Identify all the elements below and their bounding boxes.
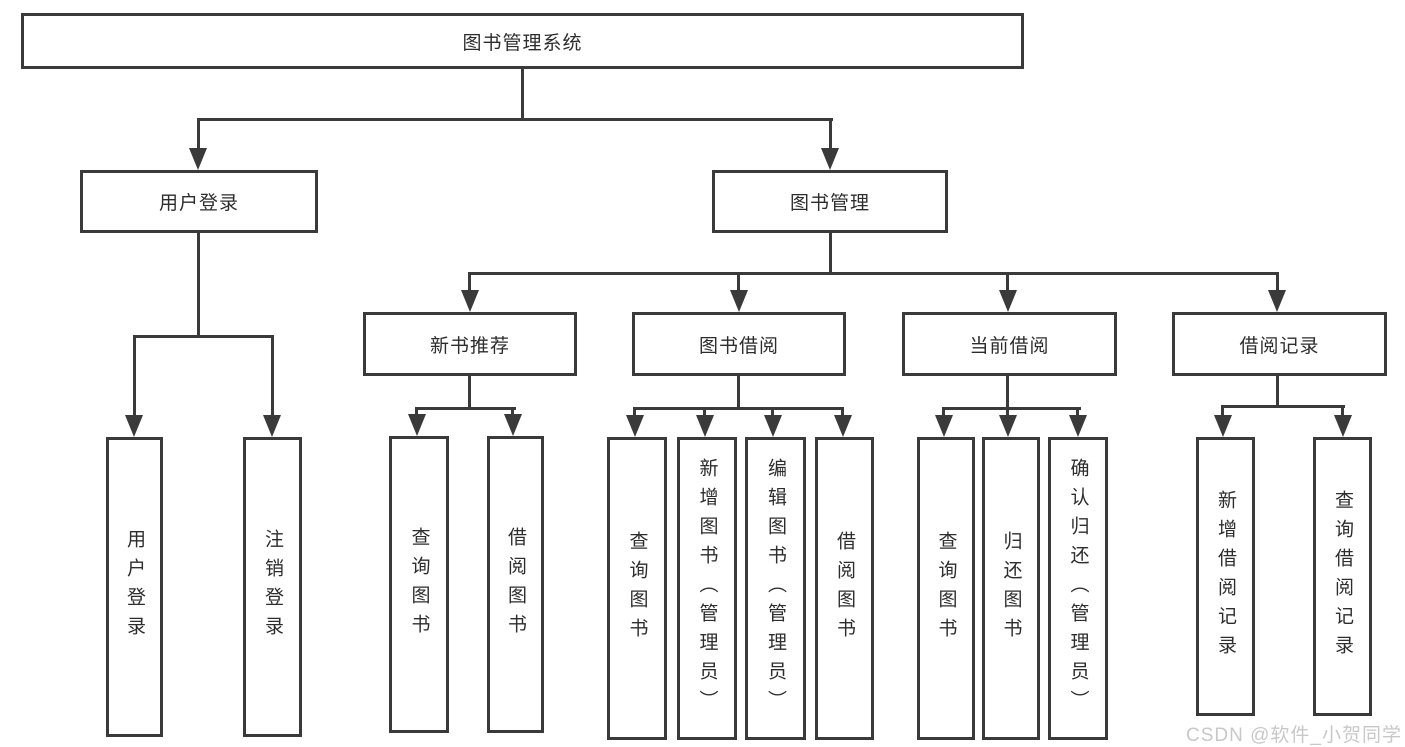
leaf-bb-query-books-label: 查询图书 — [626, 530, 648, 647]
leaf-logout: 注销登录 — [243, 437, 302, 737]
connector-borrow-records-stem — [1276, 376, 1279, 408]
connector-drop-nb-query — [415, 407, 418, 419]
connector-book-borrow-stem — [737, 376, 740, 410]
connector-drop-leaf-user-login — [133, 335, 136, 417]
connector-user-login-stem — [197, 233, 200, 338]
leaf-user-login-label: 用户登录 — [124, 529, 145, 645]
node-root-label: 图书管理系统 — [462, 32, 583, 54]
connector-current-borrow-stem — [1006, 376, 1009, 410]
connector-book-borrow-bus — [633, 407, 844, 410]
leaf-nb-borrow-books: 借阅图书 — [487, 436, 544, 733]
connector-drop-bb-edit — [771, 407, 774, 419]
arrowhead-leaf-user-login — [125, 415, 143, 437]
leaf-br-add-record-label: 新增借阅记录 — [1215, 489, 1236, 664]
connector-root-stem — [521, 69, 524, 120]
leaf-user-login: 用户登录 — [106, 437, 163, 737]
arrowhead-cb-query — [935, 415, 953, 437]
connector-level2-bus — [197, 118, 833, 121]
connector-drop-book-management — [829, 118, 832, 151]
node-root: 图书管理系统 — [21, 13, 1024, 69]
node-borrow-records: 借阅记录 — [1172, 312, 1387, 376]
leaf-nb-borrow-books-label: 借阅图书 — [505, 526, 526, 643]
node-new-book-recommend-label: 新书推荐 — [429, 335, 510, 357]
leaf-cb-confirm-return-admin: 确认归还（管理员） — [1048, 437, 1108, 740]
leaf-cb-query-books-label: 查询图书 — [935, 530, 957, 647]
arrowhead-br-add — [1214, 415, 1232, 437]
leaf-br-query-record: 查询借阅记录 — [1313, 437, 1372, 716]
connector-drop-new-book-recommend — [468, 272, 471, 292]
leaf-bb-add-books-admin: 新增图书（管理员） — [677, 437, 737, 740]
connector-drop-br-query — [1341, 405, 1344, 417]
connector-new-book-bus — [415, 407, 516, 410]
leaf-bb-borrow-books: 借阅图书 — [815, 437, 874, 740]
csdn-watermark: CSDN @软件_小贺同学 — [1186, 725, 1402, 746]
node-book-borrow-label: 图书借阅 — [698, 335, 779, 357]
leaf-cb-query-books: 查询图书 — [917, 437, 975, 740]
arrowhead-leaf-logout — [263, 415, 281, 437]
leaf-nb-query-books: 查询图书 — [389, 436, 449, 733]
connector-drop-borrow-records — [1276, 272, 1279, 292]
leaf-bb-edit-books-admin-label: 编辑图书（管理员） — [765, 458, 786, 719]
connector-drop-bb-borrow — [841, 407, 844, 419]
arrowhead-bb-edit — [764, 415, 782, 437]
arrowhead-bb-query — [626, 415, 644, 437]
arrowhead-nb-borrow — [504, 414, 522, 436]
node-user-login: 用户登录 — [80, 170, 318, 233]
connector-book-management-stem — [829, 233, 832, 275]
connector-borrow-records-bus — [1221, 405, 1345, 408]
connector-drop-br-add — [1221, 405, 1224, 417]
node-current-borrow: 当前借阅 — [902, 312, 1117, 376]
connector-drop-nb-borrow — [511, 407, 514, 419]
arrowhead-book-borrow — [730, 290, 748, 312]
connector-drop-current-borrow — [1006, 272, 1009, 292]
leaf-bb-edit-books-admin: 编辑图书（管理员） — [745, 437, 806, 740]
connector-new-book-stem — [468, 376, 471, 410]
arrowhead-current-borrow — [999, 290, 1017, 312]
connector-drop-book-borrow — [737, 272, 740, 292]
arrowhead-borrow-records — [1268, 290, 1286, 312]
leaf-cb-confirm-return-admin-label: 确认归还（管理员） — [1067, 458, 1089, 719]
arrowhead-user-login — [189, 148, 207, 170]
leaf-cb-return-books: 归还图书 — [982, 437, 1040, 740]
connector-user-login-bus — [133, 335, 274, 338]
arrowhead-book-management — [821, 148, 839, 170]
arrowhead-nb-query — [408, 414, 426, 436]
connector-drop-user-login — [197, 118, 200, 151]
node-new-book-recommend: 新书推荐 — [363, 312, 577, 376]
leaf-bb-add-books-admin-label: 新增图书（管理员） — [696, 458, 718, 719]
connector-current-borrow-bus — [942, 407, 1081, 410]
connector-drop-cb-confirm — [1076, 407, 1079, 419]
leaf-nb-query-books-label: 查询图书 — [408, 526, 430, 643]
arrowhead-cb-return — [999, 415, 1017, 437]
connector-drop-leaf-logout — [271, 335, 274, 417]
arrowhead-bb-borrow — [834, 415, 852, 437]
arrowhead-new-book-recommend — [461, 290, 479, 312]
arrowhead-cb-confirm — [1069, 415, 1087, 437]
node-book-management-label: 图书管理 — [789, 193, 870, 214]
leaf-bb-query-books: 查询图书 — [607, 437, 667, 740]
leaf-br-add-record: 新增借阅记录 — [1196, 437, 1255, 716]
leaf-bb-borrow-books-label: 借阅图书 — [834, 530, 855, 647]
leaf-logout-label: 注销登录 — [262, 529, 283, 645]
connector-drop-bb-add — [703, 407, 706, 419]
node-user-login-label: 用户登录 — [158, 193, 239, 214]
connector-drop-cb-query — [942, 407, 945, 419]
node-current-borrow-label: 当前借阅 — [969, 335, 1050, 357]
connector-drop-cb-return — [1006, 407, 1009, 419]
node-borrow-records-label: 借阅记录 — [1239, 335, 1320, 357]
connector-drop-bb-query — [633, 407, 636, 419]
arrowhead-bb-add — [696, 415, 714, 437]
node-book-management: 图书管理 — [712, 170, 948, 233]
leaf-br-query-record-label: 查询借阅记录 — [1332, 489, 1353, 664]
arrowhead-br-query — [1334, 415, 1352, 437]
connector-level3-bus — [468, 272, 1279, 275]
leaf-cb-return-books-label: 归还图书 — [1000, 530, 1022, 647]
node-book-borrow: 图书借阅 — [632, 312, 846, 376]
